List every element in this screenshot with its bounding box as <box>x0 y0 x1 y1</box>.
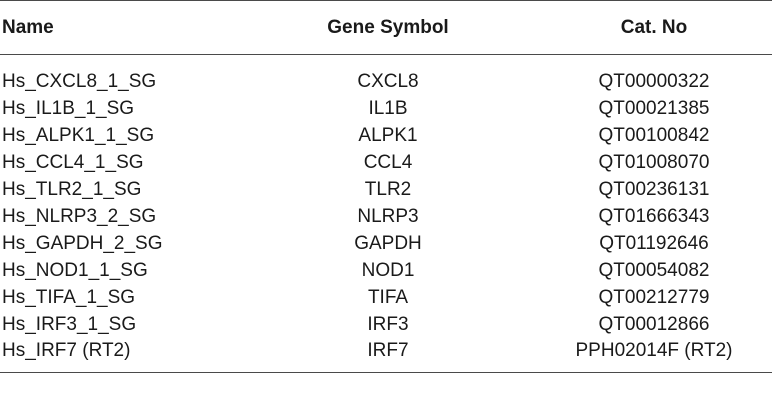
table-row: Hs_ALPK1_1_SG ALPK1 QT00100842 <box>0 123 772 150</box>
table-row: Hs_IL1B_1_SG IL1B QT00021385 <box>0 96 772 123</box>
cell-name: Hs_CCL4_1_SG <box>2 152 144 173</box>
cell-cat-no: QT00100842 <box>598 125 710 146</box>
table-row: Hs_NLRP3_2_SG NLRP3 QT01666343 <box>0 204 772 231</box>
cell-name: Hs_GAPDH_2_SG <box>2 233 163 254</box>
cell-cat-no: QT01666343 <box>598 206 710 227</box>
cell-gene-symbol: IRF7 <box>367 340 409 362</box>
cell-gene-symbol: TIFA <box>367 287 409 308</box>
header-row: Name Gene Symbol Cat. No <box>0 0 772 55</box>
cell-cat-no: QT00236131 <box>598 179 710 200</box>
cell-name: Hs_ALPK1_1_SG <box>2 125 155 146</box>
cell-cat-no: QT00000322 <box>598 71 710 93</box>
table-row: Hs_CXCL8_1_SG CXCL8 QT00000322 <box>0 55 772 96</box>
column-header-name: Name <box>2 16 54 38</box>
cell-cat-no: QT01008070 <box>598 152 710 173</box>
cell-name: Hs_CXCL8_1_SG <box>2 71 157 93</box>
table-header: Name Gene Symbol Cat. No <box>0 0 772 55</box>
cell-gene-symbol: IRF3 <box>367 314 409 335</box>
cell-name: Hs_IRF3_1_SG <box>2 314 137 335</box>
cell-cat-no: QT01192646 <box>599 233 709 254</box>
cell-cat-no: QT00021385 <box>598 98 710 119</box>
table-body: Hs_CXCL8_1_SG CXCL8 QT00000322 Hs_IL1B_1… <box>0 55 772 373</box>
cell-gene-symbol: ALPK1 <box>358 125 418 146</box>
cell-gene-symbol: TLR2 <box>364 179 412 200</box>
table-row: Hs_GAPDH_2_SG GAPDH QT01192646 <box>0 231 772 258</box>
table-row: Hs_TIFA_1_SG TIFA QT00212779 <box>0 285 772 312</box>
cell-name: Hs_TIFA_1_SG <box>2 287 136 308</box>
cell-name: Hs_IRF7 (RT2) <box>2 340 131 362</box>
cell-gene-symbol: CCL4 <box>363 152 413 173</box>
primer-table: Name Gene Symbol Cat. No Hs_CXCL8_1_SG C… <box>0 0 772 373</box>
cell-name: Hs_NLRP3_2_SG <box>2 206 157 227</box>
column-header-gene-symbol: Gene Symbol <box>327 16 449 38</box>
column-header-cat-no: Cat. No <box>620 16 688 38</box>
table-row: Hs_IRF7 (RT2) IRF7 PPH02014F (RT2) <box>0 339 772 373</box>
cell-cat-no: QT00212779 <box>598 287 710 308</box>
cell-cat-no: QT00012866 <box>598 314 710 335</box>
cell-gene-symbol: IL1B <box>368 98 408 119</box>
table-row: Hs_IRF3_1_SG IRF3 QT00012866 <box>0 312 772 339</box>
cell-gene-symbol: GAPDH <box>354 233 422 254</box>
cell-gene-symbol: CXCL8 <box>357 71 419 93</box>
cell-name: Hs_IL1B_1_SG <box>2 98 135 119</box>
cell-cat-no: PPH02014F (RT2) <box>575 340 733 362</box>
cell-name: Hs_TLR2_1_SG <box>2 179 142 200</box>
cell-name: Hs_NOD1_1_SG <box>2 260 148 281</box>
cell-gene-symbol: NLRP3 <box>357 206 419 227</box>
table-row: Hs_TLR2_1_SG TLR2 QT00236131 <box>0 177 772 204</box>
table-row: Hs_CCL4_1_SG CCL4 QT01008070 <box>0 150 772 177</box>
cell-cat-no: QT00054082 <box>598 260 710 281</box>
table-row: Hs_NOD1_1_SG NOD1 QT00054082 <box>0 258 772 285</box>
cell-gene-symbol: NOD1 <box>361 260 415 281</box>
